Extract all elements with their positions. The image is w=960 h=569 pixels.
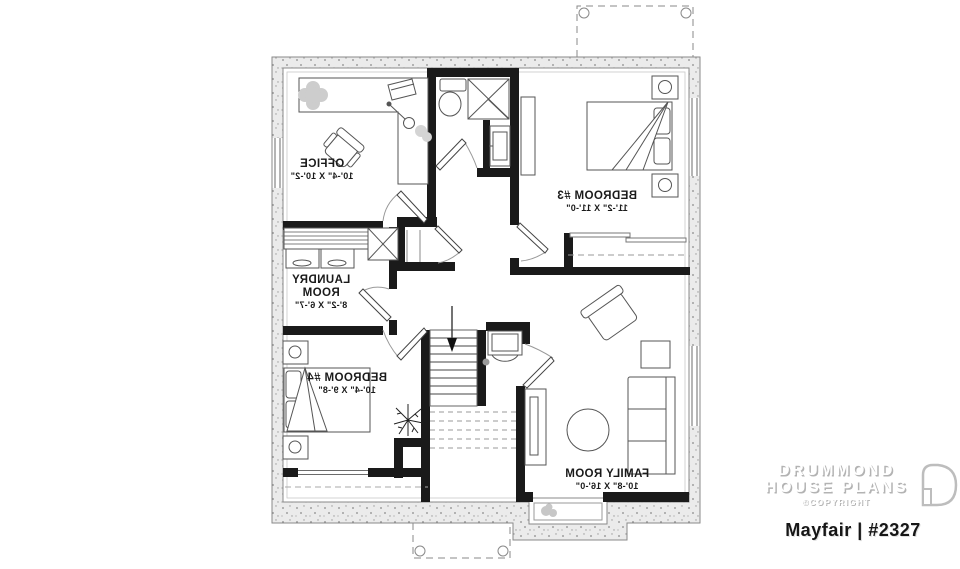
office-window	[272, 138, 283, 188]
closet-sliding-doors	[568, 232, 687, 256]
bedroom4-window	[298, 468, 368, 477]
bathroom-sink-icon	[489, 125, 511, 167]
desk-plant-icon	[415, 125, 432, 142]
doors	[358, 138, 555, 389]
stair-direction-arrow-icon	[447, 338, 457, 352]
printer-icon	[387, 78, 417, 101]
bedroom3-furniture	[520, 75, 687, 256]
family-room-furniture	[524, 284, 676, 475]
windows	[272, 98, 700, 426]
office-plant-icon	[298, 81, 328, 110]
laundry-counter	[283, 227, 369, 250]
corner-shower-icon	[467, 78, 510, 120]
planter-shrub-icon	[541, 503, 557, 517]
family-room-door	[522, 343, 555, 389]
nightstand-with-lamp	[282, 435, 309, 460]
bedroom4-furniture	[282, 340, 424, 460]
dryer-icon	[320, 248, 355, 269]
office-door	[382, 190, 428, 224]
brand-block: DRUMMOND HOUSE PLANS ©COPYRIGHT Mayfair …	[748, 458, 958, 541]
brand-name: DRUMMOND HOUSE PLANS ©COPYRIGHT	[764, 461, 908, 508]
toilet-icon	[438, 78, 467, 117]
l-desk	[298, 77, 429, 185]
lower-deck-outline	[412, 523, 511, 559]
armchair	[580, 284, 638, 341]
sofa	[627, 376, 676, 475]
room-label-office: OFFICE 10'-4" X 10'-2"	[290, 158, 354, 182]
bedroom3-door	[516, 222, 549, 262]
nook-vanity	[482, 330, 523, 366]
upper-deck-outline	[576, 5, 694, 57]
dresser	[520, 96, 536, 176]
laundry-fixtures	[283, 227, 421, 269]
floor-plant-icon	[393, 404, 424, 436]
office-furniture	[298, 77, 432, 185]
closet-door	[434, 225, 463, 264]
room-label-bedroom4: BEDROOM #4 10'-4" X 9'-8"	[306, 372, 388, 396]
water-heater-icon	[367, 227, 399, 261]
nightstand-with-lamp	[651, 75, 679, 100]
blanket-fold	[610, 101, 669, 171]
desk-lamp-icon	[386, 101, 415, 129]
floor-drain-icon	[482, 358, 490, 366]
bedroom3-window	[689, 98, 700, 176]
interior-walls	[283, 68, 690, 502]
staircase	[429, 306, 516, 449]
blanket-fold	[286, 366, 328, 432]
washer-icon	[285, 248, 320, 269]
room-label-bedroom3: BEDROOM #3 11'-2" X 11'-0"	[556, 190, 638, 214]
nightstand-with-lamp	[651, 173, 679, 198]
office-chair	[323, 127, 365, 168]
side-table	[640, 340, 671, 369]
drummond-d-logo-icon	[921, 463, 958, 507]
room-label-family: FAMILY ROOM 10'-8" X 16'-0"	[564, 468, 650, 492]
nightstand-with-lamp	[282, 340, 309, 365]
bathroom-fixtures	[438, 78, 511, 167]
coffee-table	[566, 408, 610, 452]
bedroom4-door	[382, 327, 428, 361]
laundry-door	[358, 286, 392, 322]
bathroom-door	[435, 138, 478, 171]
pillow	[653, 137, 671, 165]
room-label-laundry: LAUNDRY ROOM 8'-2" X 6'-7"	[291, 274, 351, 311]
plan-title: Mayfair | #2327	[785, 520, 921, 540]
tv-console	[524, 388, 547, 466]
family-room-window	[689, 346, 700, 426]
